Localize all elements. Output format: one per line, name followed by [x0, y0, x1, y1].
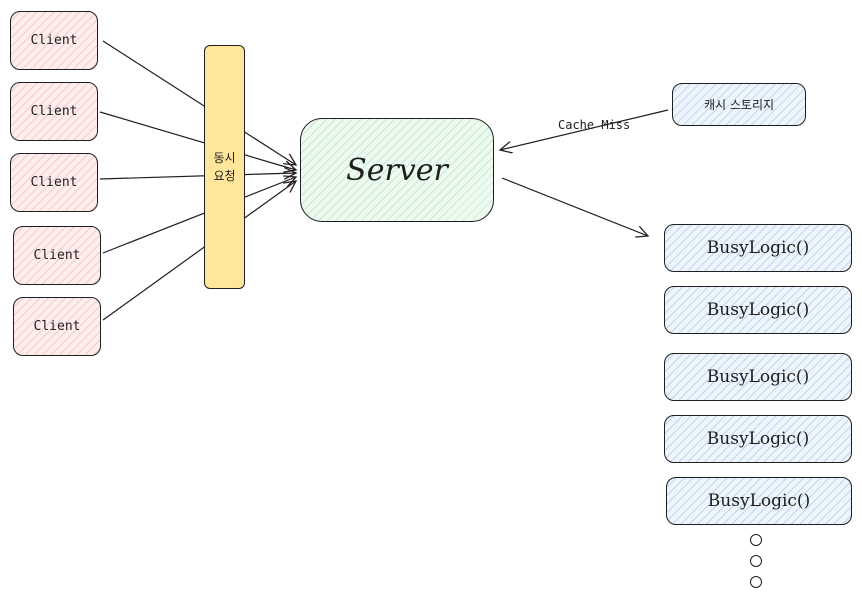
client-5-arrow — [102, 181, 296, 321]
concurrent-label-line-1: 동시 — [213, 151, 236, 165]
client-4-arrow — [102, 177, 296, 254]
busy-logic-box-2: BusyLogic() — [664, 286, 852, 334]
server-box: Server — [300, 118, 494, 222]
client-2-arrow — [99, 111, 296, 170]
client-box-4: Client — [13, 226, 101, 285]
cache-storage-box: 캐시 스토리지 — [672, 83, 806, 126]
busy-logic-box-3: BusyLogic() — [664, 353, 852, 401]
server-to-busy-arrow — [501, 177, 648, 236]
client-box-3: Client — [10, 153, 98, 212]
continuation-dot-3 — [750, 576, 762, 588]
cache-miss-label: Cache Miss — [558, 118, 631, 132]
busy-logic-box-1: BusyLogic() — [664, 224, 852, 272]
cache-miss-arrow — [500, 109, 669, 150]
client-box-2: Client — [10, 82, 98, 141]
client-3-arrow — [99, 173, 296, 180]
continuation-dot-1 — [750, 534, 762, 546]
busy-logic-box-5: BusyLogic() — [666, 477, 852, 525]
concurrent-label-line-2: 요청 — [213, 169, 236, 183]
client-box-1: Client — [10, 11, 98, 70]
concurrent-request-bar: 동시 요청 — [204, 45, 245, 289]
continuation-dot-2 — [750, 555, 762, 567]
busy-logic-box-4: BusyLogic() — [664, 415, 852, 463]
client-1-arrow — [102, 40, 296, 165]
client-box-5: Client — [13, 297, 101, 356]
